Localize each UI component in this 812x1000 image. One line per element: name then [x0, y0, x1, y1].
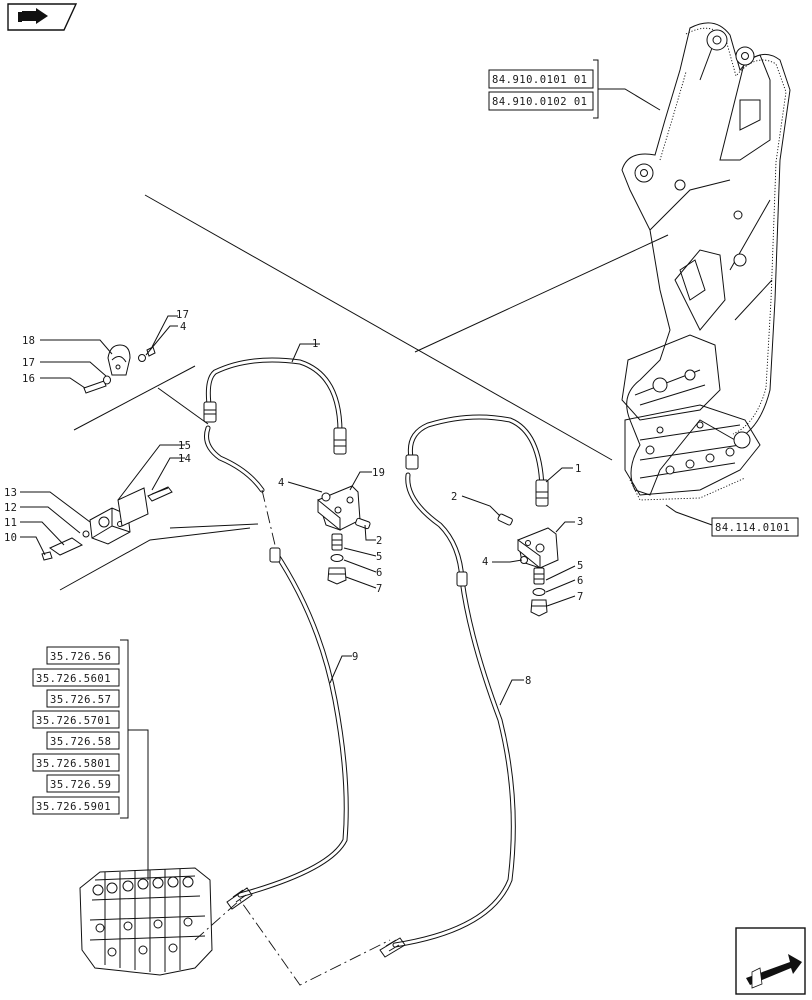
- ref-label: 35.726.59: [50, 779, 111, 791]
- book-arrow-icon[interactable]: [7, 3, 78, 31]
- connection-line: [194, 899, 391, 986]
- callout-4: 4: [482, 556, 489, 568]
- callout-10: 10: [4, 532, 17, 544]
- control-valve: [79, 867, 213, 976]
- callout-12: 12: [4, 502, 17, 514]
- callout-2: 2: [376, 535, 383, 547]
- callout-19: 19: [372, 467, 385, 479]
- callout-8: 8: [525, 675, 532, 687]
- ref-label: 35.726.5901: [36, 801, 111, 813]
- callout-6: 6: [376, 567, 383, 579]
- callout-4: 4: [278, 477, 285, 489]
- hose-left: [203, 357, 349, 910]
- clamp-lower: [41, 486, 173, 561]
- ref-box[interactable]: [32, 796, 120, 815]
- ref-box[interactable]: [46, 774, 120, 793]
- ref-box[interactable]: [32, 668, 120, 687]
- callout-6: 6: [577, 575, 584, 587]
- callout-1: 1: [312, 338, 319, 350]
- callout-16: 16: [22, 373, 35, 385]
- ref-label: 35.726.58: [50, 736, 111, 748]
- ref-label: 35.726.5801: [36, 758, 111, 770]
- ref-label: 35.726.57: [50, 694, 111, 706]
- callout-3: 3: [577, 516, 584, 528]
- next-page-arrow-icon[interactable]: [735, 927, 806, 995]
- ref-label: 35.726.5701: [36, 715, 111, 727]
- callout-lines: [20, 315, 576, 706]
- callout-15: 15: [178, 440, 191, 452]
- callout-17: 17: [22, 357, 35, 369]
- callout-5: 5: [577, 560, 584, 572]
- ref-box[interactable]: [711, 517, 799, 537]
- ref-box[interactable]: [46, 646, 120, 665]
- callout-17: 17: [176, 309, 189, 321]
- callout-14: 14: [178, 453, 191, 465]
- clamp-upper: [83, 344, 156, 394]
- division-line: [144, 194, 613, 461]
- callout-1: 1: [575, 463, 582, 475]
- callout-2: 2: [451, 491, 458, 503]
- callout-labels: 1 1 2 2 3 4 4 4 5 5 6 6 7 7 8 9 10 11 12…: [4, 309, 584, 687]
- callout-18: 18: [22, 335, 35, 347]
- callout-11: 11: [4, 517, 17, 529]
- callout-7: 7: [376, 583, 383, 595]
- division-line: [414, 234, 669, 353]
- callout-7: 7: [577, 591, 584, 603]
- ref-box[interactable]: [488, 91, 594, 111]
- ref-label: 84.114.0101: [715, 522, 790, 534]
- callout-9: 9: [352, 651, 359, 663]
- loader-boom: [621, 22, 791, 501]
- bracket-reference-group: 84.114.0101: [665, 504, 799, 537]
- ref-label: 84.910.0102 01: [492, 96, 588, 108]
- ref-label: 35.726.56: [50, 651, 111, 663]
- callout-4: 4: [180, 321, 187, 333]
- callout-5: 5: [376, 551, 383, 563]
- ref-label: 35.726.5601: [36, 673, 111, 685]
- ref-box[interactable]: [32, 753, 120, 772]
- ref-box[interactable]: [46, 689, 120, 708]
- callout-13: 13: [4, 487, 17, 499]
- bracket-right: [497, 513, 559, 617]
- boom-reference-group: 84.910.0101 01 84.910.0102 01: [488, 59, 661, 119]
- valve-reference-list: 35.726.56 35.726.5601 35.726.57 35.726.5…: [32, 639, 149, 880]
- ref-box[interactable]: [46, 731, 120, 750]
- ref-label: 84.910.0101 01: [492, 74, 588, 86]
- ref-box[interactable]: [488, 69, 594, 89]
- hose-right: [379, 414, 549, 958]
- ref-box[interactable]: [32, 710, 120, 729]
- bracket-left: [317, 485, 371, 585]
